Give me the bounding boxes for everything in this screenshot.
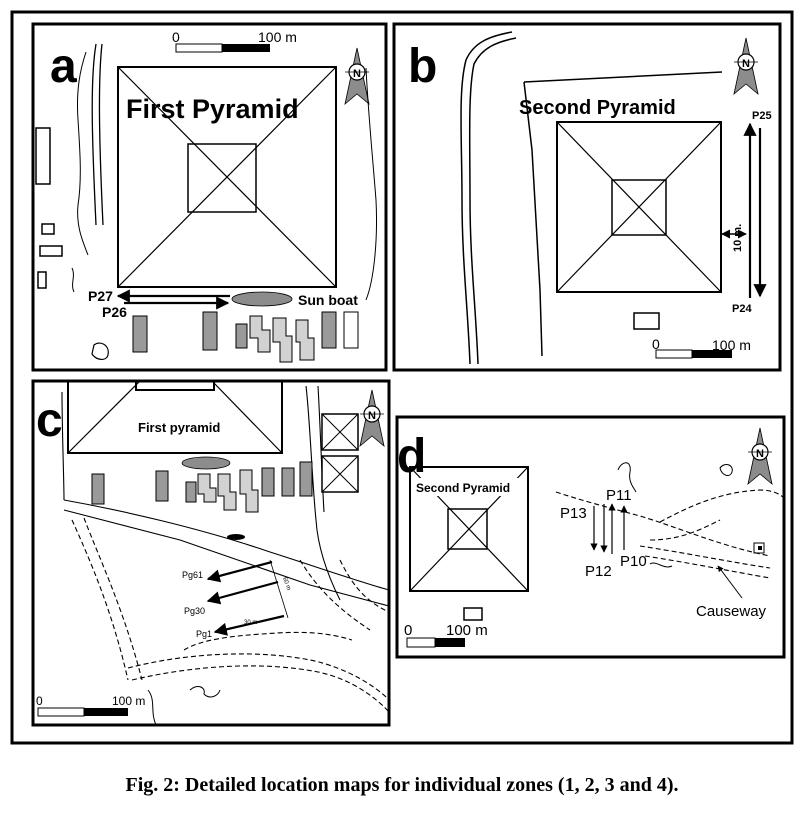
panel-a-north-arrow: N [344,47,370,105]
panel-a-pyramid [117,66,337,288]
panel-c: c N First pyramid [31,379,391,727]
panel-c-scale-end: 100 m [112,694,145,708]
panel-b-road [460,31,513,365]
panel-c-scale-bar [37,707,85,717]
panel-d-scale-zero: 0 [404,622,412,639]
panel-c-point-pg1: Pg1 [196,629,212,639]
panel-b-north-label: N [742,58,750,70]
panel-c-letter: c [36,394,63,447]
panel-c-title: First pyramid [138,420,220,435]
panel-b-north-arrow: N [733,37,759,95]
panel-c-spacing-a: 60 m [281,577,291,592]
panel-a: a 0 100 m N First Pyramid [31,22,388,372]
panel-c-sun-boat-pit [181,456,231,470]
panel-d-scale-bar [406,637,436,648]
panel-c-causeway-road [63,509,390,607]
panel-b: b N Second Pyramid P25 P24 10 m. 0 100 m [392,22,782,372]
panel-d-letter: d [397,430,426,483]
panel-c-pyramid [67,380,283,454]
outer-frame [10,10,794,745]
panel-a-scale-bar [175,43,223,53]
panel-b-scale-zero: 0 [652,336,660,352]
panel-c-profile-pg61 [206,560,273,583]
panel-d-frame [395,415,786,659]
panel-d-tracks [555,489,785,579]
panel-b-frame [392,22,782,372]
figure-caption: Fig. 2: Detailed location maps for indiv… [125,774,679,796]
panel-b-point-p24: P24 [732,303,752,315]
panel-c-north-label: N [368,410,376,422]
panel-c-tracks [71,517,390,713]
panel-c-tombs [91,461,313,513]
panel-a-scale-end: 100 m [258,29,297,45]
panel-b-letter: b [408,40,437,93]
panel-c-spacing-b: 30 m [244,620,257,626]
panel-b-scale-bar [655,349,693,359]
panel-d-causeway-pointer [717,565,743,599]
panel-a-letter: a [50,40,77,93]
panel-a-contour [77,51,89,256]
panel-b-title: Second Pyramid [519,97,676,119]
panel-d-causeway-label: Causeway [696,603,767,620]
panel-a-tombs [132,311,359,363]
panel-d-point-p12: P12 [585,563,612,580]
panel-d-point-p10: P10 [620,553,647,570]
panel-d-title: Second Pyramid [416,481,510,495]
panel-d-rock [719,464,733,476]
panel-a-north-label: N [353,68,361,80]
panel-c-point-pg30: Pg30 [184,606,205,616]
panel-a-frame [31,22,388,372]
panel-d-north-arrow: N [747,427,773,485]
panel-b-scale-end: 100 m [712,337,751,353]
panel-d-north-label: N [756,448,764,460]
panel-c-north-arrow: N [359,389,385,447]
panel-c-scale-zero: 0 [36,694,43,708]
panel-d-point-p13: P13 [560,505,587,522]
panel-a-scale-zero: 0 [172,29,180,45]
panel-a-title: First Pyramid [126,94,299,124]
panel-a-point-p27: P27 [88,288,113,304]
panel-c-profile-pg1 [213,614,285,636]
panel-b-spacing-label: 10 m. [732,224,744,252]
panel-b-pyramid [556,121,722,293]
panel-a-rock [91,342,109,360]
panel-a-sun-boat-pit [231,291,293,307]
panel-a-point-p26: P26 [102,304,127,320]
panel-c-profile-pg30 [206,580,279,605]
panel-d-point-p11: P11 [606,487,632,504]
panel-c-road [61,391,65,501]
panel-a-road [91,43,97,226]
panel-b-enclosure-wall [523,71,723,83]
panel-c-point-pg61: Pg61 [182,570,203,580]
panel-d-scale-end: 100 m [446,622,488,639]
panel-b-point-p25: P25 [752,110,772,122]
panel-d: d N Second Pyramid [395,415,786,659]
panel-a-sun-boat-label: Sun boat [298,292,358,308]
